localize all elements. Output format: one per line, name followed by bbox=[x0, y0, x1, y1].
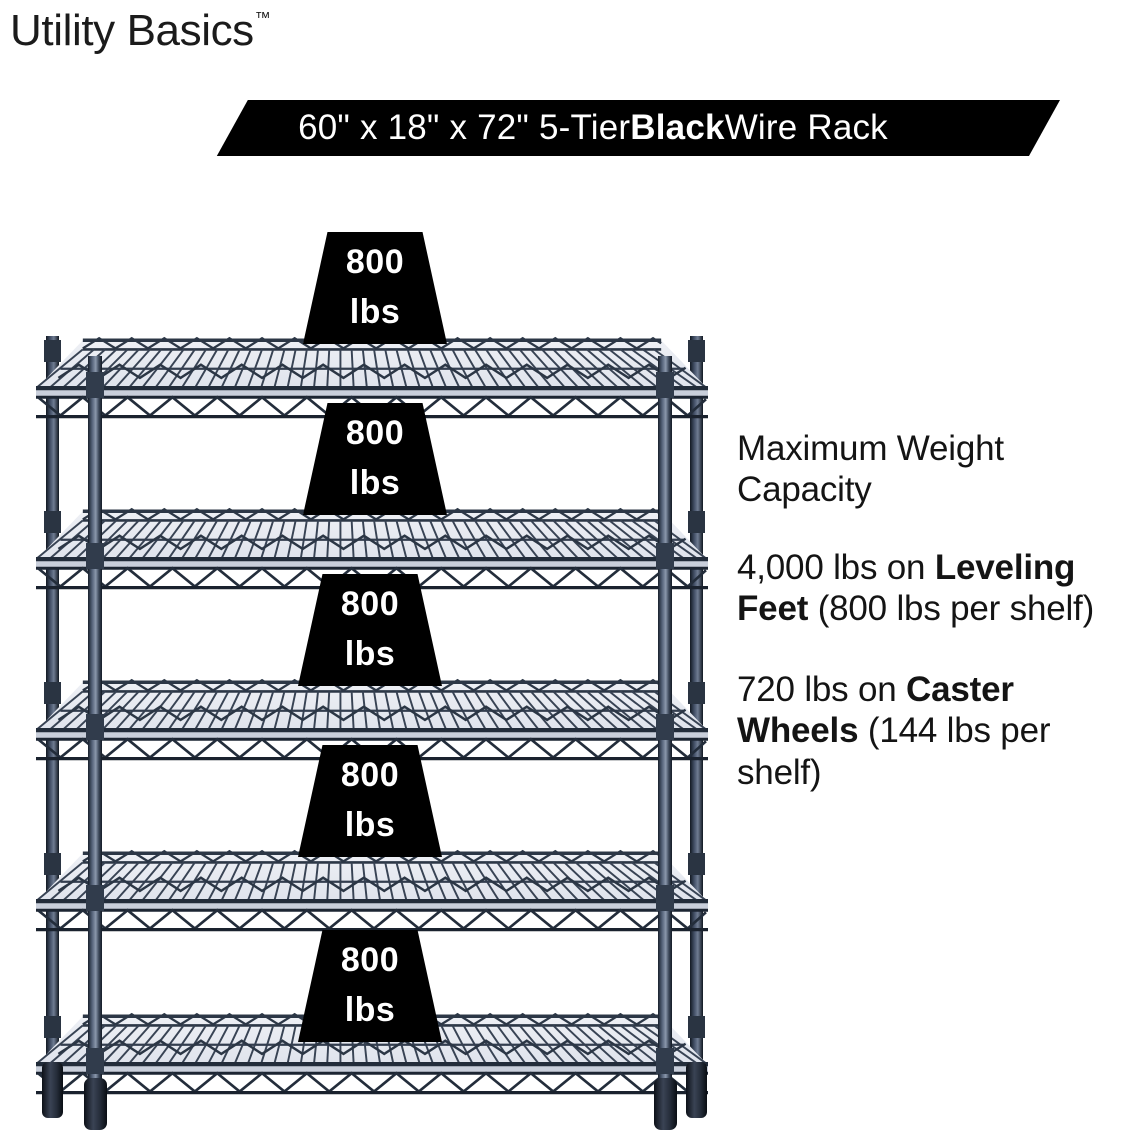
brand-logo: Utility Basics™ bbox=[10, 6, 271, 56]
weight-badge-number: 800 bbox=[340, 756, 400, 794]
leveling-feet bbox=[42, 1062, 707, 1130]
banner-text-lead: 60" x 18" x 72" 5-Tier bbox=[298, 108, 631, 147]
weight-badge-number: 800 bbox=[345, 414, 405, 452]
title-banner: 60" x 18" x 72" 5-Tier Black Wire Rack bbox=[120, 100, 1060, 156]
brand-name: Utility Basics bbox=[10, 6, 254, 55]
trademark-symbol: ™ bbox=[254, 10, 271, 28]
weight-badge-unit: lbs bbox=[344, 806, 396, 844]
info-heading: Maximum Weight Capacity bbox=[737, 429, 1004, 510]
weight-badge-unit: lbs bbox=[344, 991, 396, 1029]
weight-badge-shelf-2: 800 lbs bbox=[303, 403, 447, 515]
weight-badge-shelf-1: 800 lbs bbox=[303, 232, 447, 344]
shelf-tier-4 bbox=[36, 851, 708, 929]
caster-wheels-tail: (144 lbs per shelf) bbox=[737, 711, 1051, 792]
weight-badge-number: 800 bbox=[340, 585, 400, 623]
banner-title-text: 60" x 18" x 72" 5-Tier Black Wire Rack bbox=[120, 100, 1060, 156]
weight-badge-unit: lbs bbox=[349, 293, 401, 331]
weight-badge-unit: lbs bbox=[344, 635, 396, 673]
weight-badge-shelf-4: 800 lbs bbox=[298, 745, 442, 857]
weight-badge-shelf-5: 800 lbs bbox=[298, 930, 442, 1042]
weight-badge-number: 800 bbox=[345, 243, 405, 281]
leveling-feet-capacity-text: 4,000 lbs on Leveling Feet (800 lbs per … bbox=[737, 547, 1137, 630]
caster-wheels-capacity-text: 720 lbs on Caster Wheels (144 lbs per sh… bbox=[737, 669, 1137, 793]
leveling-feet-tail: (800 lbs per shelf) bbox=[808, 588, 1095, 628]
banner-background-shape bbox=[216, 100, 1060, 156]
weight-capacity-info: Maximum Weight Capacity 4,000 lbs on Lev… bbox=[737, 428, 1137, 793]
weight-badge-number: 800 bbox=[340, 941, 400, 979]
leveling-feet-bold: Leveling Feet bbox=[737, 547, 1076, 628]
weight-badge-unit: lbs bbox=[349, 464, 401, 502]
caster-wheels-bold: Caster Wheels bbox=[737, 670, 1014, 751]
leveling-feet-lead: 4,000 lbs on bbox=[737, 547, 935, 587]
wire-rack-illustration bbox=[0, 336, 760, 1130]
banner-text-bold: Black bbox=[630, 108, 725, 147]
post-collars bbox=[44, 340, 705, 1074]
caster-wheels-lead: 720 lbs on bbox=[737, 670, 907, 710]
banner-text-tail: Wire Rack bbox=[724, 108, 888, 147]
weight-badge-shelf-3: 800 lbs bbox=[298, 574, 442, 686]
wire-rack-svg bbox=[0, 336, 760, 1130]
